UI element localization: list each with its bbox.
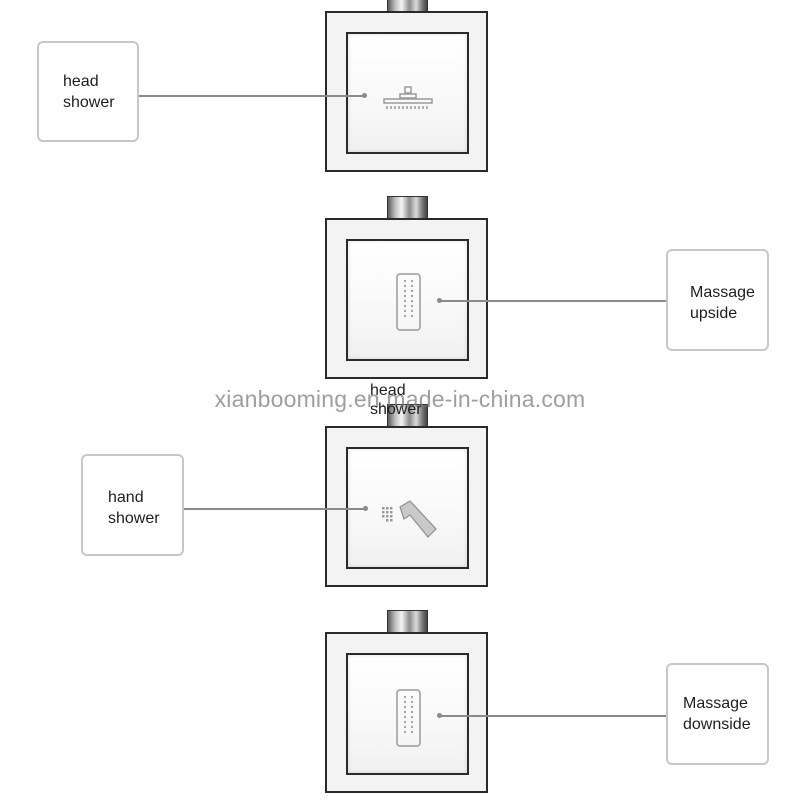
leader-line (139, 95, 365, 97)
leader-dot (362, 93, 367, 98)
watermark: xianbooming.en.made-in-china.com (214, 386, 586, 412)
callout-massage-upside: Massage upside (666, 249, 769, 351)
massage-jet-icon (396, 273, 421, 331)
leader-line (440, 300, 666, 302)
leader-dot (437, 298, 442, 303)
callout-line: Massage (683, 695, 748, 712)
hand-shower-icon (382, 500, 437, 538)
valve-plate-head-shower (325, 11, 488, 172)
callout-head-shower: head shower (37, 41, 139, 142)
callout-hand-shower: hand shower (81, 454, 184, 556)
callout-line: upside (690, 305, 738, 322)
callout-line: downside (683, 716, 751, 733)
callout-line: head (63, 73, 99, 90)
callout-line: shower (63, 94, 115, 111)
overlay-label: head shower (370, 381, 422, 419)
callout-line: shower (108, 510, 160, 527)
head-shower-icon (383, 86, 433, 109)
valve-plate-hand-shower (325, 426, 488, 587)
overlay-label-line: head (370, 382, 406, 399)
valve-face (346, 653, 469, 775)
leader-line (440, 715, 666, 717)
leader-line (184, 508, 366, 510)
overlay-label-line: shower (370, 401, 422, 418)
callout-line: hand (108, 489, 144, 506)
leader-dot (363, 506, 368, 511)
valve-plate-massage-upside (325, 218, 488, 379)
massage-jet-icon (396, 689, 421, 747)
callout-line: Massage (690, 284, 755, 301)
leader-dot (437, 713, 442, 718)
callout-massage-downside: Massage downside (666, 663, 769, 765)
valve-plate-massage-downside (325, 632, 488, 793)
